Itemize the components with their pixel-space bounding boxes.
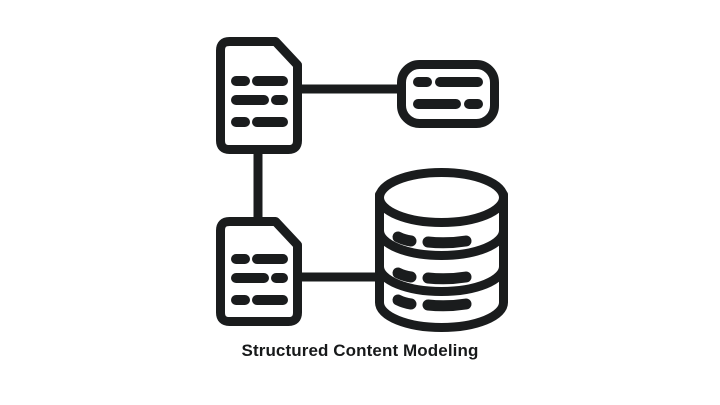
database-tier-3-lines <box>392 294 472 312</box>
db-tier1-long <box>422 235 472 249</box>
db-tier2-long <box>422 271 472 285</box>
document-top-icon <box>216 37 302 154</box>
db-tier2-short <box>392 267 417 283</box>
page-title: Structured Content Modeling <box>241 341 479 360</box>
document-top-text-lines <box>231 76 288 127</box>
database-tier-2-lines <box>392 267 472 285</box>
record-card-icon <box>397 60 499 128</box>
record-card-outline <box>397 60 499 128</box>
record-card-text-lines <box>413 77 483 109</box>
document-bottom-icon <box>216 217 302 326</box>
database-tier-1-lines <box>392 231 472 249</box>
db-tier3-long <box>422 298 472 312</box>
database-cylinder-icon <box>375 168 508 332</box>
database-top-cap <box>375 168 508 227</box>
db-tier1-short <box>392 231 417 247</box>
document-bottom-outline <box>216 217 302 326</box>
database-bottom-outline <box>375 190 508 332</box>
document-bottom-text-lines <box>231 254 288 305</box>
db-tier3-short <box>392 294 417 310</box>
database-body-fill <box>379 194 504 328</box>
